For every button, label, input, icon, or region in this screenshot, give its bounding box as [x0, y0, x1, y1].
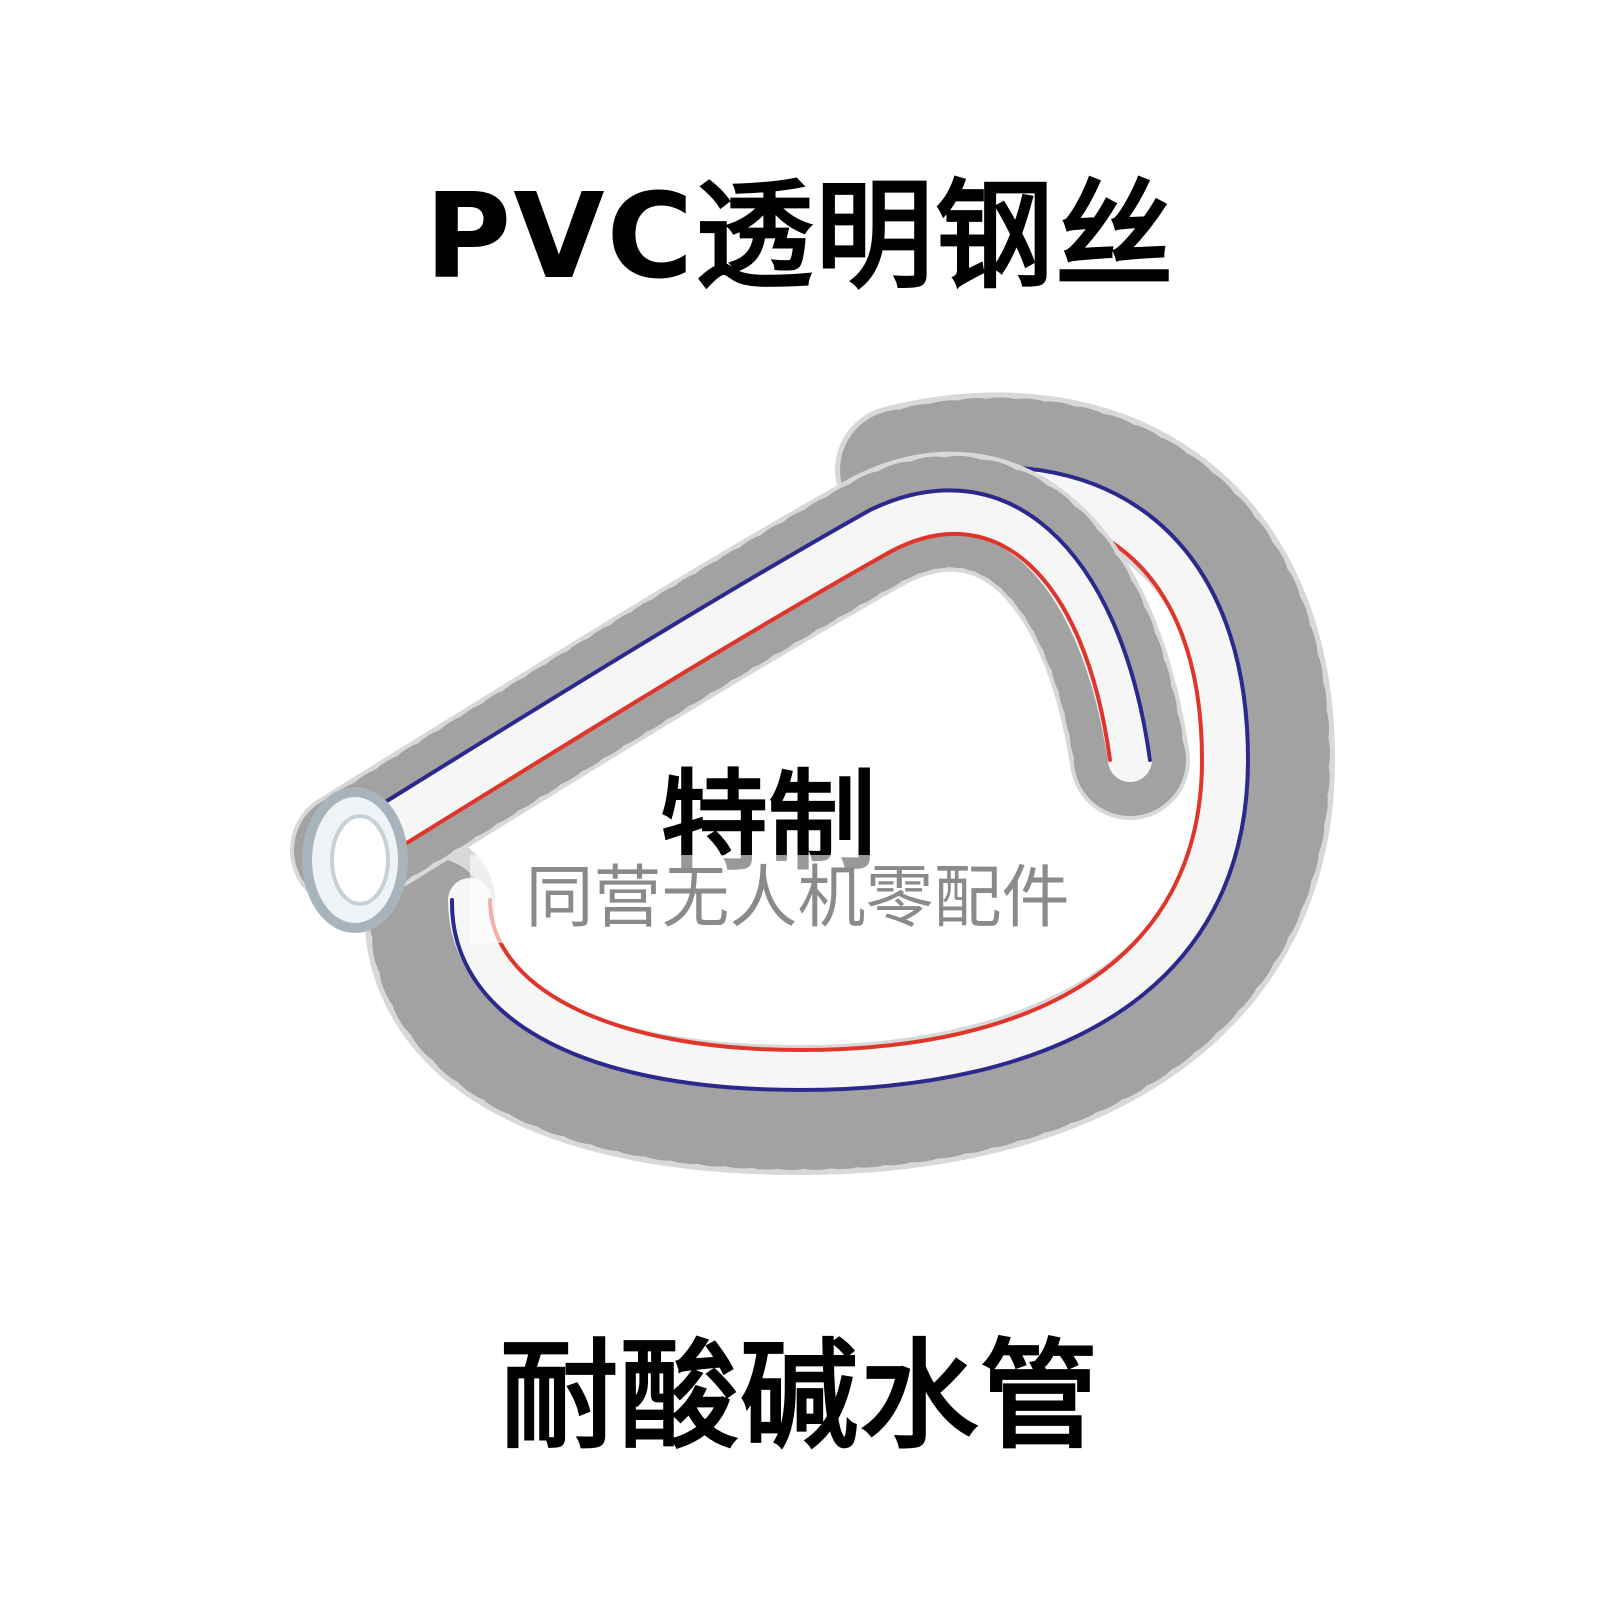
- product-headline: PVC透明钢丝: [424, 167, 1176, 305]
- hose-loop: [364, 392, 1336, 1176]
- product-subheadline: 耐酸碱水管: [499, 1327, 1100, 1465]
- store-watermark: 同营无人机零配件: [470, 855, 1125, 943]
- hose-cross-segment: [290, 451, 1190, 910]
